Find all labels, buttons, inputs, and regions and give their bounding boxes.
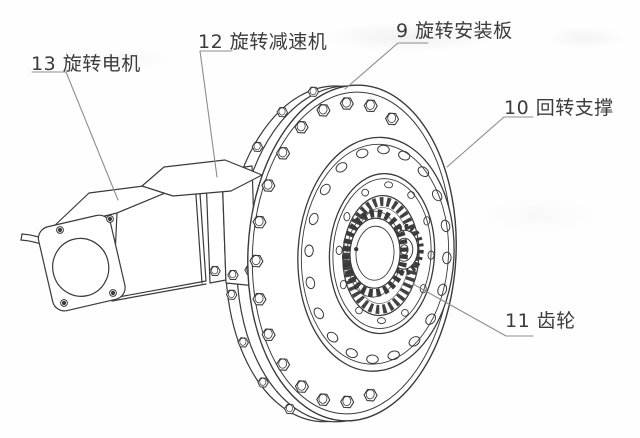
leader-line-12 [199,50,233,178]
pinion-gear-drawing [341,209,409,298]
rotation-motor-drawing [37,178,207,312]
bolt-hole-ring-inner [335,181,435,325]
label-slewing-support: 10 回转支撑 [504,97,614,119]
label-mounting-plate: 9 旋转安装板 [396,20,513,42]
label-gear: 11 齿轮 [505,310,576,332]
label-rotation-reducer: 12 旋转减速机 [198,31,328,53]
leader-line-9 [344,42,429,90]
leader-line-10 [446,116,534,168]
leader-line-11 [412,283,534,337]
leader-line-13 [31,71,119,201]
bolt-hole-ring-outer [304,144,452,364]
label-rotation-motor: 13 旋转电机 [31,53,141,75]
